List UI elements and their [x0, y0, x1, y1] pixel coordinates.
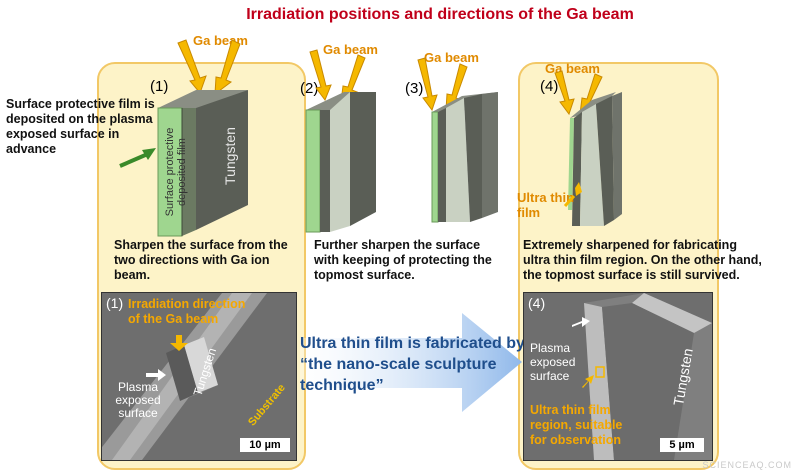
- beam-arrow-icon: [214, 39, 241, 96]
- beam-arrow-icon: [417, 57, 438, 112]
- sem1-plasma-label: Plasma exposed surface: [115, 380, 161, 420]
- diagram-title: Irradiation positions and directions of …: [246, 6, 634, 23]
- beam-label-3: Ga beam: [424, 50, 479, 65]
- sem4-region-label: Ultra thin film region, suitable for obs…: [530, 403, 623, 447]
- stage-desc-2: Further sharpen the surface with keeping…: [314, 238, 492, 282]
- sem1-scale-bar: 10 µm: [240, 438, 290, 452]
- beam-arrow-icon: [554, 70, 575, 116]
- sem4-number: (4): [528, 295, 546, 311]
- watermark: SCIENCEAQ.COM: [702, 460, 792, 470]
- sem-image-1: (1) Irradiation direction of the Ga beam…: [101, 292, 297, 461]
- sem4-plasma-label: Plasma exposed surface: [530, 341, 576, 383]
- stage-number-2: (2): [300, 80, 319, 97]
- sem1-number: (1): [106, 295, 124, 311]
- sem4-scale-bar: 5 µm: [660, 438, 704, 452]
- sem1-irradiation-label: Irradiation direction of the Ga beam: [128, 297, 246, 326]
- beam-arrow-icon: [177, 39, 207, 94]
- stage-desc-4: Extremely sharpened for fabricating ultr…: [523, 238, 762, 282]
- stage-number-1: (1): [150, 78, 169, 95]
- ultra-thin-label: Ultra thin film: [517, 190, 575, 220]
- stage-desc-1: Sharpen the surface from the two directi…: [114, 238, 288, 282]
- beam-arrow-icon: [309, 49, 332, 102]
- center-text: Ultra thin film is fabricated by “the na…: [300, 335, 525, 394]
- left-note: Surface protective film is deposited on …: [6, 97, 155, 156]
- sem-image-4: (4) Plasma exposed surface Tungsten Ultr…: [523, 292, 713, 461]
- beam-label-2: Ga beam: [323, 42, 378, 57]
- stage-number-3: (3): [405, 80, 424, 97]
- stage-number-4: (4): [540, 78, 559, 95]
